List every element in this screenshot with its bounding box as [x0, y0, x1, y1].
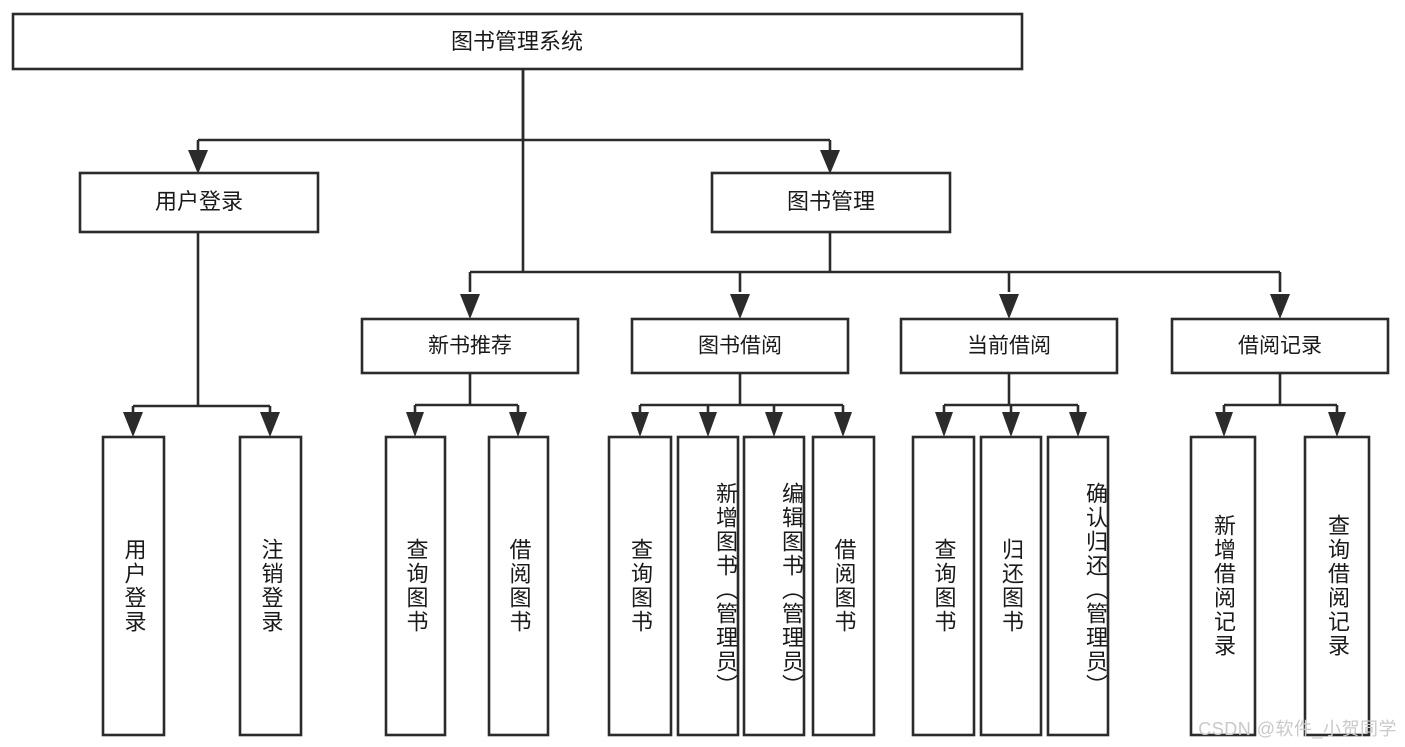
arrowhead-book-borrow — [730, 294, 750, 319]
node-leaf-cb-return-book[interactable] — [979, 435, 1043, 737]
node-root-system-label: 图书管理系统 — [451, 29, 583, 54]
connector-group-new-book — [406, 373, 527, 437]
connector-group-user-login — [123, 232, 280, 437]
node-new-book-recommend-label: 新书推荐 — [428, 335, 512, 358]
connector-group-book-borrow — [631, 373, 852, 437]
arrowhead-br-add — [1215, 412, 1233, 437]
connector-group-borrow-record — [1215, 373, 1346, 437]
node-current-borrow[interactable] — [899, 317, 1119, 375]
node-book-borrow[interactable] — [630, 317, 850, 375]
node-leaf-cb-confirm-return[interactable] — [1046, 435, 1110, 737]
node-leaf-br-add-record[interactable] — [1189, 435, 1257, 737]
arrowhead-cb-confirm — [1069, 412, 1087, 437]
node-leaf-user-login[interactable] — [101, 435, 166, 737]
watermark-text: CSDN @软件_小贺同学 — [1198, 719, 1397, 739]
arrowhead-newbook-borrow — [509, 412, 527, 437]
node-new-book-recommend[interactable] — [360, 317, 580, 375]
arrowhead-bb-borrow — [834, 412, 852, 437]
node-current-borrow-label: 当前借阅 — [967, 335, 1051, 358]
node-leaf-cb-query-book[interactable] — [911, 435, 976, 737]
arrowhead-leaf-logout — [260, 412, 280, 437]
node-leaf-bb-add-book[interactable] — [676, 435, 740, 737]
arrowhead-bb-query — [631, 412, 649, 437]
node-borrow-record-label: 借阅记录 — [1238, 335, 1322, 358]
connector-group-root — [188, 68, 840, 272]
arrowhead-cb-return — [1002, 412, 1020, 437]
arrowhead-br-query — [1328, 412, 1346, 437]
node-root-system[interactable] — [11, 12, 1024, 71]
arrowhead-cb-query — [935, 412, 953, 437]
arrowhead-new-book — [460, 294, 480, 319]
node-leaf-bb-borrow-book[interactable] — [811, 435, 876, 737]
connector-group-book-mgmt — [460, 232, 1290, 319]
node-user-login-label: 用户登录 — [155, 189, 243, 214]
node-leaf-br-query-record[interactable] — [1303, 435, 1371, 737]
node-leaf-newbook-query-book[interactable] — [384, 435, 447, 737]
node-leaf-newbook-borrow-book[interactable] — [487, 435, 550, 737]
connector-group-current-borrow — [935, 373, 1087, 437]
node-leaf-bb-query-book[interactable] — [607, 435, 673, 737]
arrowhead-book-mgmt — [820, 150, 840, 174]
node-leaf-logout[interactable] — [238, 435, 303, 737]
arrowhead-current-borrow — [999, 294, 1019, 319]
node-leaf-bb-edit-book[interactable] — [742, 435, 806, 737]
arrowhead-user-login — [188, 150, 208, 174]
node-book-borrow-label: 图书借阅 — [698, 335, 782, 358]
node-borrow-record[interactable] — [1170, 317, 1390, 375]
node-book-management[interactable] — [710, 171, 952, 234]
arrowhead-bb-edit — [765, 412, 783, 437]
arrowhead-newbook-query — [406, 412, 424, 437]
node-book-management-label: 图书管理 — [787, 189, 875, 214]
arrowhead-bb-add — [699, 412, 717, 437]
arrowhead-borrow-record — [1270, 294, 1290, 319]
arrowhead-leaf-user-login — [123, 412, 143, 437]
node-user-login[interactable] — [78, 171, 320, 234]
